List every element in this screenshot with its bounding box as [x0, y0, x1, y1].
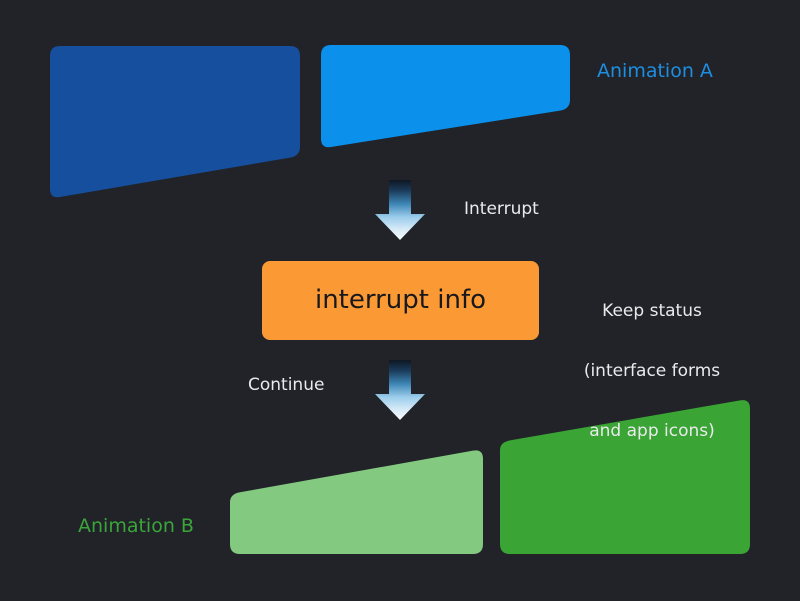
interrupt-down-arrow: [375, 180, 425, 240]
animation-b-label: Animation B: [78, 515, 194, 537]
keep-status-line-3: and app icons): [589, 421, 715, 442]
keep-status-line-2: (interface forms: [583, 361, 721, 382]
keep-status-note: Keep status (interface forms and app ico…: [571, 261, 733, 482]
animation-b-block-1: [230, 450, 483, 554]
keep-status-line-1: Keep status: [602, 301, 702, 322]
animation-a-block-1: [50, 46, 300, 198]
interrupt-info-label: interrupt info: [314, 285, 487, 316]
animation-b-block-2: [500, 400, 750, 554]
animation-a-block-2: [321, 45, 570, 148]
continue-down-arrow: [375, 360, 425, 420]
animation-a-label: Animation A: [597, 60, 713, 82]
interrupt-transition-label: Interrupt: [464, 199, 539, 219]
interrupt-info-box: [262, 261, 539, 340]
continue-transition-label: Continue: [248, 375, 325, 395]
